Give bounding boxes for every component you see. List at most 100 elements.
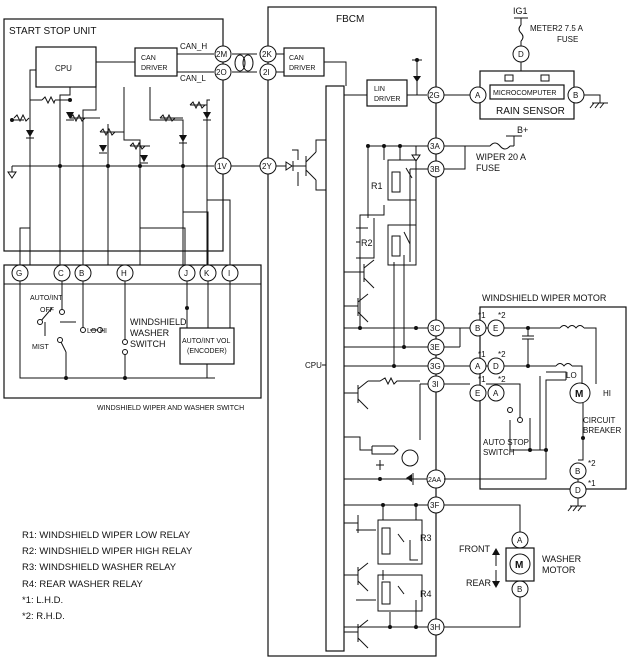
terminal-m-A: A (469, 357, 487, 375)
ig1-label: IG1 (513, 6, 528, 16)
switch-terminal-G: G (11, 264, 29, 282)
svg-text:B+: B+ (517, 125, 528, 135)
can-driver-label-1: CAN (141, 55, 156, 62)
legend-item-r4: R4: REAR WASHER RELAY (22, 578, 143, 590)
bplus-supply: B+ WIPER 20 A FUSE (444, 125, 528, 173)
washer-motor-label-2: MOTOR (542, 565, 576, 575)
microcomputer-label: MICROCOMPUTER (493, 90, 556, 97)
terminal-3H: 3H (427, 618, 445, 636)
switch-terminal-J: J (178, 264, 196, 282)
svg-text:A: A (493, 389, 499, 398)
svg-text:G: G (16, 269, 22, 278)
svg-text:B: B (475, 324, 480, 333)
svg-text:J: J (184, 269, 188, 278)
fbcm-transistors (344, 259, 420, 649)
svg-text:E: E (493, 324, 498, 333)
washer-rear-label: REAR (466, 578, 492, 588)
svg-text:K: K (204, 269, 210, 278)
terminal-m-B: B (469, 319, 487, 337)
washer-direction-arrows-icon (492, 548, 500, 588)
rain-sensor-microcomputer (489, 84, 565, 100)
relay-r4-label: R4 (420, 589, 432, 599)
terminal-3I: 3I (427, 375, 445, 393)
wiper-motor-lines (444, 325, 597, 482)
fbcm-can-driver-label-1: CAN (289, 55, 304, 62)
switch-contacts (37, 306, 189, 380)
switch-hi: HI (100, 328, 107, 335)
mark-s1-b: *1 (478, 311, 486, 320)
fbcm-lin-driver (366, 79, 408, 107)
svg-text:B: B (517, 585, 522, 594)
wiper-fuse-label-2: FUSE (476, 163, 500, 173)
washer-switch-label-3: SWITCH (130, 339, 166, 349)
wiper-fuse-label-1: WIPER 20 A (476, 152, 526, 162)
wiper-motor-m: M (575, 389, 583, 400)
terminal-2AA: 2AA (426, 469, 446, 489)
svg-text:2I: 2I (263, 68, 270, 77)
start-stop-diodes (26, 112, 211, 164)
svg-text:D: D (518, 50, 524, 59)
mark-s1-e: *1 (478, 375, 486, 384)
lin-led-icon (413, 76, 421, 82)
svg-text:I: I (228, 269, 230, 278)
fbcm-box (267, 6, 437, 657)
can-twisted-pair-icon (234, 54, 254, 72)
svg-text:3B: 3B (430, 165, 440, 174)
relay-r1: R1 (371, 159, 417, 201)
wiper-motor-lo: LO (566, 371, 577, 380)
relay-r3-label: R3 (420, 533, 432, 543)
terminal-2O: 2O (214, 63, 232, 81)
auto-int-vol-encoder (179, 327, 235, 365)
relay-legend: R1: WINDSHIELD WIPER LOW RELAY R2: WINDS… (22, 528, 192, 625)
can-driver-label-2: DRIVER (141, 65, 167, 72)
svg-text:2G: 2G (429, 91, 440, 100)
terminal-3A: 3A (427, 137, 445, 155)
mark-s2-d: *2 (498, 350, 506, 359)
wiper-motor-icon (569, 382, 591, 404)
auto-stop-label-2: SWITCH (483, 448, 515, 457)
washer-switch-label-2: WASHER (130, 328, 170, 338)
svg-text:A: A (475, 362, 481, 371)
terminal-2I: 2I (259, 63, 277, 81)
svg-text:3H: 3H (430, 623, 440, 632)
svg-text:H: H (121, 269, 127, 278)
svg-text:A: A (517, 536, 523, 545)
switch-caption: WINDSHIELD WIPER AND WASHER SWITCH (97, 405, 244, 412)
svg-text:3E: 3E (430, 343, 440, 352)
svg-text:2K: 2K (262, 50, 272, 59)
legend-item-lhd: *1: L.H.D. (22, 594, 64, 606)
wiper-motor-hi: HI (603, 389, 611, 398)
terminal-rs-B: B (567, 86, 585, 104)
fbcm-cpu-label: CPU (305, 361, 322, 370)
svg-text:2M: 2M (216, 50, 227, 59)
switch-harness-lines (19, 199, 231, 265)
relay-r3: R3 (377, 519, 432, 565)
svg-text:2AA: 2AA (428, 477, 442, 484)
terminal-m-A2: A (487, 384, 505, 402)
terminal-2Y: 2Y (259, 157, 277, 175)
start-stop-cpu (35, 46, 97, 88)
fbcm-can-driver (283, 47, 325, 77)
washer-front-label: FRONT (459, 544, 490, 554)
wiper-motor-box (479, 306, 627, 490)
svg-text:D: D (493, 362, 499, 371)
switch-terminal-B: B (74, 264, 92, 282)
svg-text:2Y: 2Y (262, 162, 272, 171)
relay-r2-label: R2 (361, 238, 373, 248)
fbcm-can-driver-label-2: DRIVER (289, 65, 315, 72)
svg-text:B: B (575, 467, 580, 476)
washer-terminal-B: B (511, 580, 529, 598)
wiper-motor-ground-icon (567, 505, 586, 512)
washer-motor-icon (509, 553, 531, 575)
terminal-m-E2: E (469, 384, 487, 402)
svg-text:3A: 3A (430, 142, 440, 151)
svg-text:A: A (475, 91, 481, 100)
meter-fuse-label-1: METER2 7.5 A (530, 24, 584, 33)
mark-s1-d2: *1 (588, 479, 596, 488)
relay-r2: R2 (361, 224, 417, 266)
terminal-3G: 3G (427, 357, 445, 375)
vol-label-2: (ENCODER) (187, 348, 227, 355)
fbcm-2y-input-circuit (276, 139, 326, 191)
svg-text:D: D (575, 486, 581, 495)
